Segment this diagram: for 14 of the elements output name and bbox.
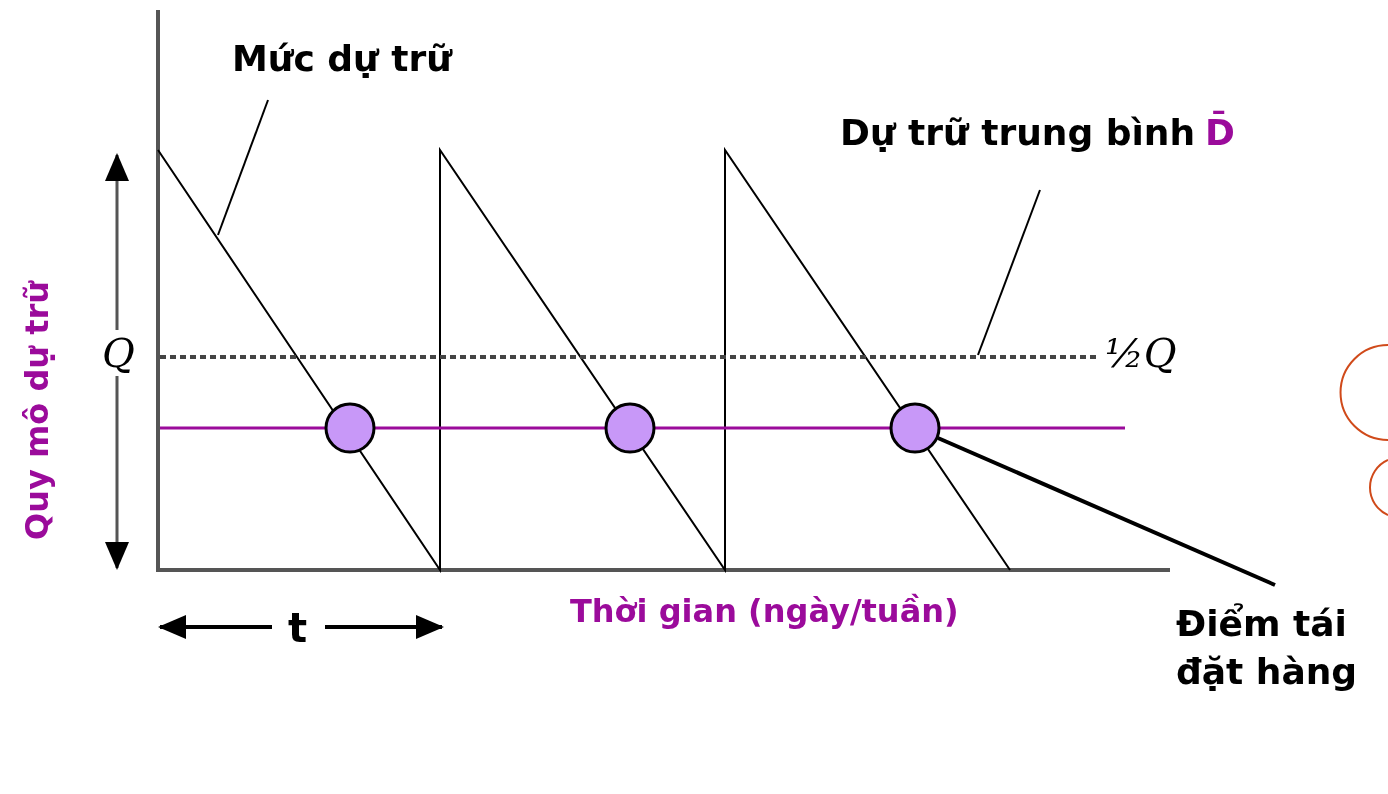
callout-text: Mức dự trữ [232, 38, 452, 79]
axis-title: Quy mô dự trữ [18, 280, 56, 540]
callout-text: Dự trữ trung bình [840, 112, 1196, 153]
reorder-point-marker [889, 402, 941, 454]
axis-title: Thời gian (ngày/tuần) [570, 592, 959, 630]
dimension-label: t [288, 605, 308, 651]
leader-line [217, 99, 269, 236]
dimension-label: ½Q [1105, 330, 1177, 376]
reorder-point-marker [324, 402, 376, 454]
average-symbol: D̄ [1205, 112, 1235, 153]
reorder-point-marker [604, 402, 656, 454]
leader-line [977, 189, 1041, 356]
callout-text: Điểm tái đặt hàng [1176, 603, 1358, 692]
leader-line [937, 436, 1276, 587]
